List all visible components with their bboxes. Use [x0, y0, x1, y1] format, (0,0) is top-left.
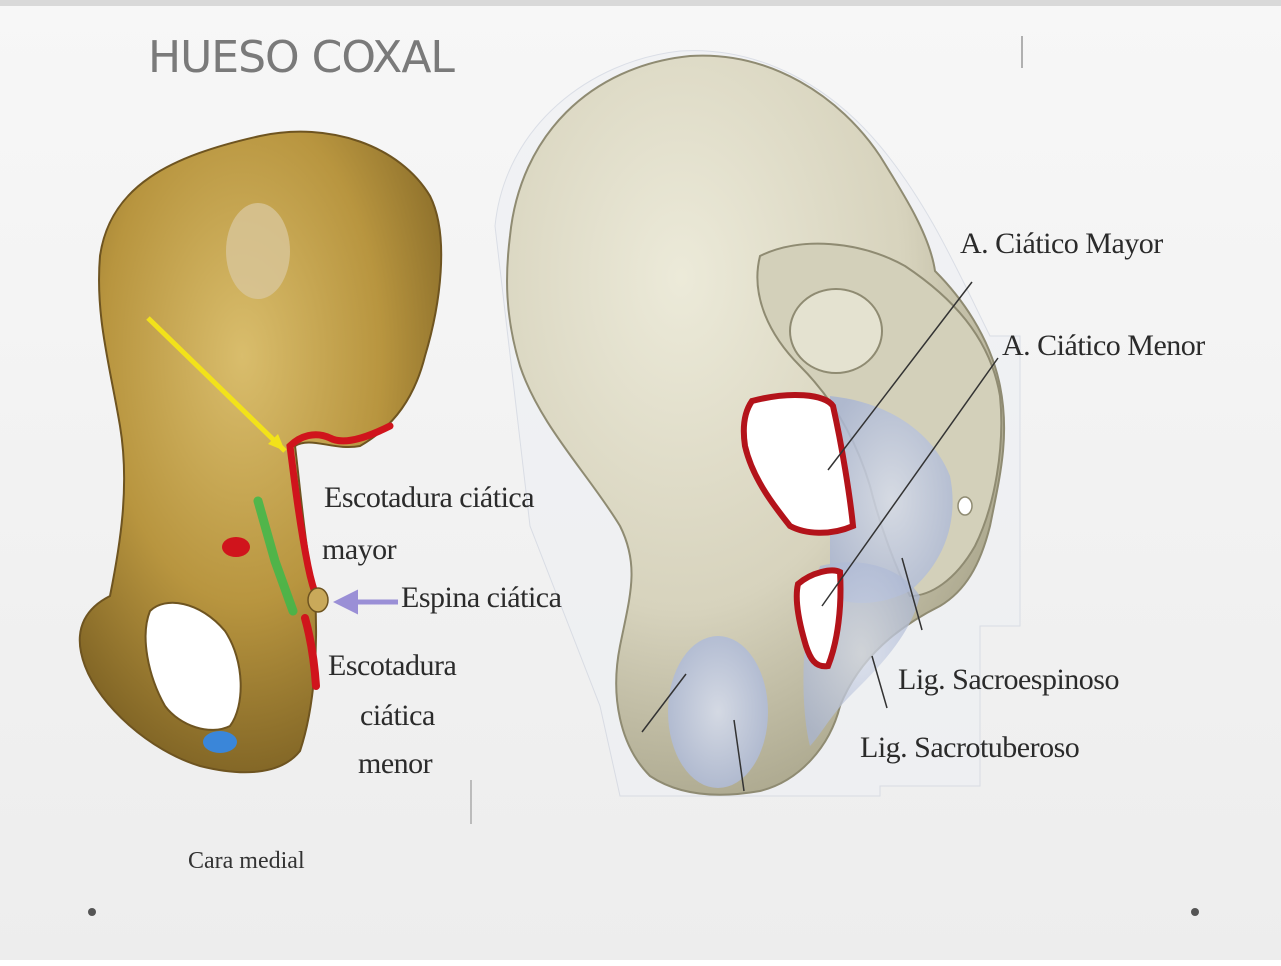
sacral-foramen: [958, 497, 972, 515]
label-escotadura-mayor-line2: mayor: [322, 532, 396, 568]
label-escotadura-menor-line3: menor: [358, 746, 432, 782]
slide-dot-right: [1191, 908, 1199, 916]
auricular-surface: [226, 203, 290, 299]
anatomy-illustration: [0, 6, 1281, 966]
label-lig-sacroespinoso: Lig. Sacroespinoso: [898, 662, 1119, 698]
label-escotadura-menor-line1: Escotadura: [328, 648, 456, 684]
label-escotadura-menor-line2: ciática: [360, 698, 435, 734]
red-marker-dot: [222, 537, 250, 557]
sacral-promontory: [790, 289, 882, 373]
ischial-spine: [308, 588, 328, 612]
label-lig-sacrotuberoso: Lig. Sacrotuberoso: [860, 730, 1079, 766]
label-agujero-ciatico-mayor: A. Ciático Mayor: [960, 226, 1163, 262]
pelvis-ligaments-view: [471, 36, 1022, 824]
ischial-tuberosity: [668, 636, 768, 788]
slide-dot-left: [88, 908, 96, 916]
caption-cara-medial: Cara medial: [188, 848, 305, 875]
label-escotadura-mayor-line1: Escotadura ciática: [324, 480, 534, 516]
page-title: HUESO COXAL: [148, 32, 454, 83]
label-espina-ciatica: Espina ciática: [401, 580, 561, 616]
label-agujero-ciatico-menor: A. Ciático Menor: [1002, 328, 1205, 364]
blue-marker-dot: [203, 731, 237, 753]
